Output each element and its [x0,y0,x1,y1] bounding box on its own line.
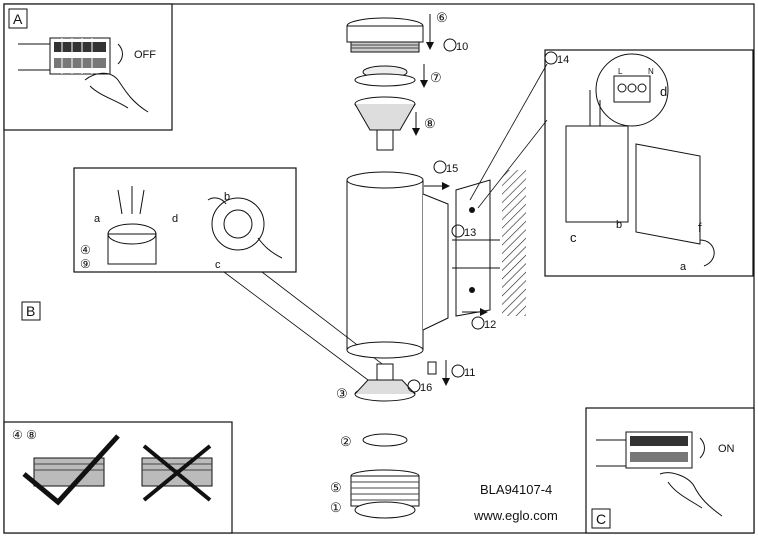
panel-a-state: OFF [134,49,156,61]
website-url: www.eglo.com [473,508,558,523]
step-1-label: ① [330,500,342,515]
step-circle [544,51,558,65]
seal-ring [362,433,408,447]
step-7-label: ⑦ [430,70,442,85]
outer-frame [3,3,755,534]
panel-a: A OFF [3,3,173,131]
panel-c-letter: C [596,511,606,527]
step-6-label: ⑥ [436,10,448,25]
detail-letter-d: d [172,213,178,225]
wiring-detail-panel [544,49,754,277]
panel-b-letter: B [26,303,35,319]
top-cap [346,17,424,53]
step-13-label: 13 [464,227,476,239]
detail-letter-a: a [94,213,101,225]
terminal-block-icon [18,37,111,75]
wiring-letter-f: f [698,220,702,235]
callout-line [223,271,369,381]
step-4-label: ④ [80,243,91,257]
wiring-letter-b: b [616,219,622,231]
step-9-label: ⑨ [80,257,91,271]
wiring-letter-d: d [660,84,667,99]
panel-a-letter: A [13,11,23,27]
hand-icon [84,72,149,113]
step-14-label: 14 [557,54,569,66]
step-circle [451,224,465,238]
step-circle [471,316,485,330]
wall [502,170,526,316]
inset-steps-label: ④ ⑧ [12,428,37,442]
checkmark-icon [22,434,120,506]
reflector [354,96,416,151]
rotation-arrow-icon [699,437,705,459]
wiring-letter-a: a [680,261,687,273]
detail-letter-c: c [215,259,221,271]
step-16-label: 16 [420,382,432,394]
bulb-detail-panel: a d b c ④ ⑨ [73,167,297,273]
step-8-label: ⑧ [424,116,436,131]
glass-disk [354,65,416,87]
inset-seal-check [3,421,233,534]
step-circle [407,379,421,393]
bottom-socket [354,361,437,402]
step-3-label: ③ [336,386,348,401]
terminal-block-icon [596,431,693,469]
step-12-label: 12 [484,319,496,331]
step-circle [443,38,457,52]
step-5-label: ⑤ [330,480,342,495]
mounting-bracket [452,179,500,317]
step-11-label: 11 [464,367,475,379]
step-circle [433,160,447,174]
model-code: BLA94107-4 [480,482,552,497]
panel-c: C ON [585,407,755,534]
wiring-letter-c: c [570,230,577,245]
lamp-body [346,171,449,359]
step-2-label: ② [340,434,352,449]
rotation-arrow-icon [117,43,123,65]
bottom-cap [350,469,420,519]
detail-letter-b: b [224,191,230,203]
panel-c-state: ON [718,443,735,455]
hand-icon [659,472,723,517]
step-15-label: 15 [446,163,458,175]
step-circle [451,364,465,378]
terminal-n-label: N [648,67,654,76]
callout-line [477,119,548,209]
cross-icon [142,444,212,502]
terminal-l-label: L [618,67,623,76]
panel-b-box [21,301,41,321]
callout-line [469,63,548,201]
step-10-label: 10 [456,41,468,53]
